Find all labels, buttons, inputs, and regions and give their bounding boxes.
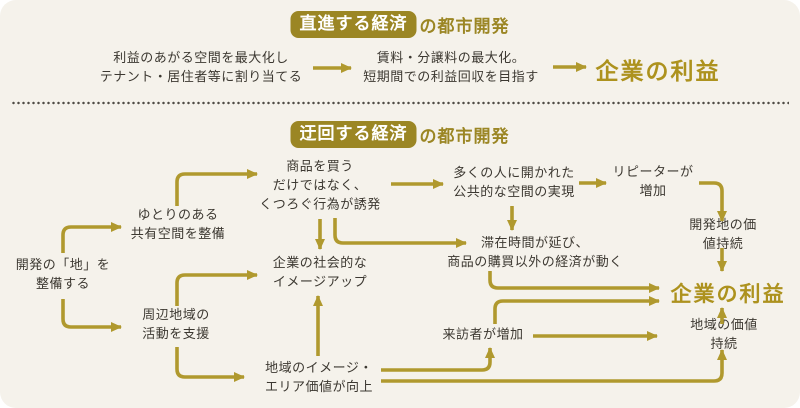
- arrow-areaup-to-areavalue: [381, 349, 727, 383]
- node-repeaters: リピーターが 増加: [612, 165, 694, 199]
- arrow-shared-to-relax: [175, 169, 258, 206]
- section-detour-title-badge: 迂回する経済: [290, 121, 417, 149]
- arrow-areaup-to-visitors: [381, 347, 495, 372]
- node-stay-longer: 滞在時間が延び、 商品の購買以外の経済が動く: [447, 236, 623, 270]
- node-relax-behavior: 商品を買う だけではなく、 くつろぐ行為が誘発: [259, 159, 381, 213]
- arrow-repeaters-to-devvalue: [699, 181, 727, 222]
- node-shared-space: ゆとりのある 共有空間を整備: [130, 208, 226, 242]
- arrow-visitors-to-profit: [493, 296, 660, 324]
- node-area-value-up: 地域のイメージ・ エリア価値が向上: [264, 361, 374, 395]
- node-support-local: 周辺地域の 活動を支援: [142, 308, 210, 342]
- section-linear-title: 直進する経済 の都市開発: [290, 11, 510, 39]
- section-detour-title-suffix: の都市開発: [419, 127, 510, 148]
- arrow-support-to-areaup: [175, 347, 245, 382]
- node-public-space: 多くの人に開かれた 公共的な空間の実現: [453, 166, 575, 200]
- arrow-relax-to-stay: [333, 218, 467, 248]
- node-area-value-sustain: 地域の価値持続: [690, 318, 758, 352]
- arrow-ground-to-support: [61, 299, 122, 332]
- dotted-divider: [11, 101, 789, 105]
- node-maximize-rent: 賃料・分譲料の最大化。 短期間での利益回収を目指す: [363, 51, 539, 85]
- node-maximize-profit-space: 利益のあがる空間を最大化し テナント・居住者等に割り当てる: [99, 51, 303, 85]
- arrow-ground-to-shared: [61, 222, 122, 253]
- node-corporate-image: 企業の社会的な イメージアップ: [272, 256, 368, 290]
- node-develop-ground: 開発の「地」を 整備する: [15, 258, 111, 292]
- node-visitors-increase: 来訪者が増加: [442, 327, 524, 343]
- arrow-support-to-image: [175, 270, 258, 306]
- node-dev-value-sustain: 開発地の価値持続: [689, 218, 757, 252]
- node-corporate-profit-bottom: 企業の利益: [670, 282, 786, 306]
- node-corporate-profit-top: 企業の利益: [595, 59, 721, 85]
- section-linear-title-suffix: の都市開発: [419, 17, 510, 38]
- section-detour-title: 迂回する経済 の都市開発: [290, 121, 510, 149]
- arrow-stay-to-profit: [488, 271, 660, 293]
- section-linear-title-badge: 直進する経済: [290, 11, 417, 39]
